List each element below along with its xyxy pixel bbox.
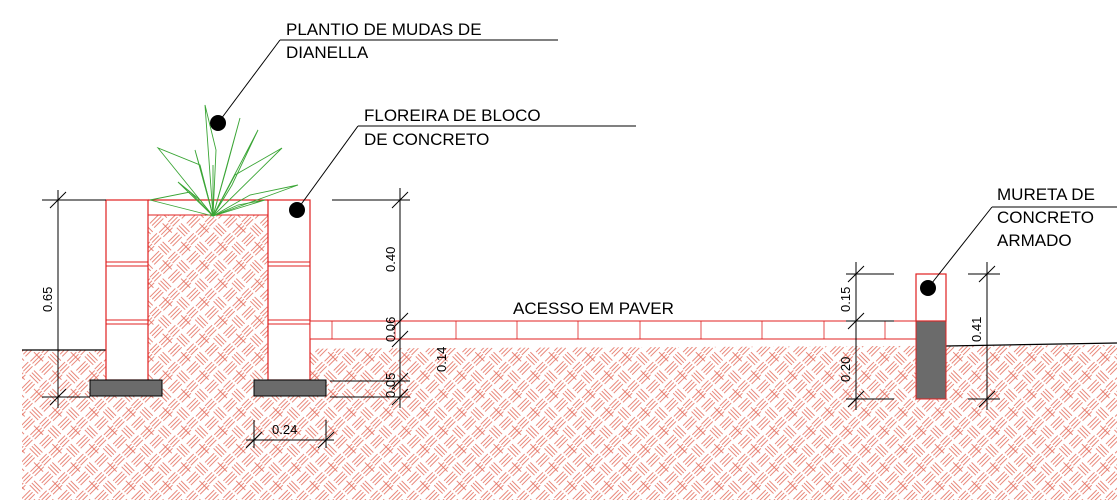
dim-020: 0.20 [838,357,853,382]
dimension-lines [42,188,1000,449]
dianella-plant [149,104,299,217]
leader-dot-floreira [289,202,305,218]
label-mureta-1: MURETA DE [997,185,1095,204]
leader-dot-plantio [210,115,226,131]
ground-soil [22,338,1117,500]
label-floreira-2: DE CONCRETO [364,130,489,149]
acesso-em-paver [309,320,917,340]
dim-014: 0.14 [434,347,449,372]
dim-041: 0.41 [969,317,984,342]
dim-006: 0.06 [383,317,398,342]
leaders [210,39,1117,296]
leader-dot-mureta [920,280,936,296]
label-plantio-1: PLANTIO DE MUDAS DE [286,20,482,39]
dim-065: 0.65 [40,287,55,312]
footings [89,379,327,397]
dim-040: 0.40 [383,247,398,272]
label-plantio-2: DIANELLA [286,43,369,62]
label-mureta-2: CONCRETO [997,208,1094,227]
dim-024: 0.24 [272,422,297,437]
label-mureta-3: ARMADO [997,231,1072,250]
label-floreira-1: FLOREIRA DE BLOCO [364,106,541,125]
mureta-concreto-armado [915,273,947,400]
planter-soil [148,214,268,350]
dim-005: 0.05 [383,373,398,398]
dim-015: 0.15 [838,287,853,312]
label-acesso-paver: ACESSO EM PAVER [513,299,674,318]
